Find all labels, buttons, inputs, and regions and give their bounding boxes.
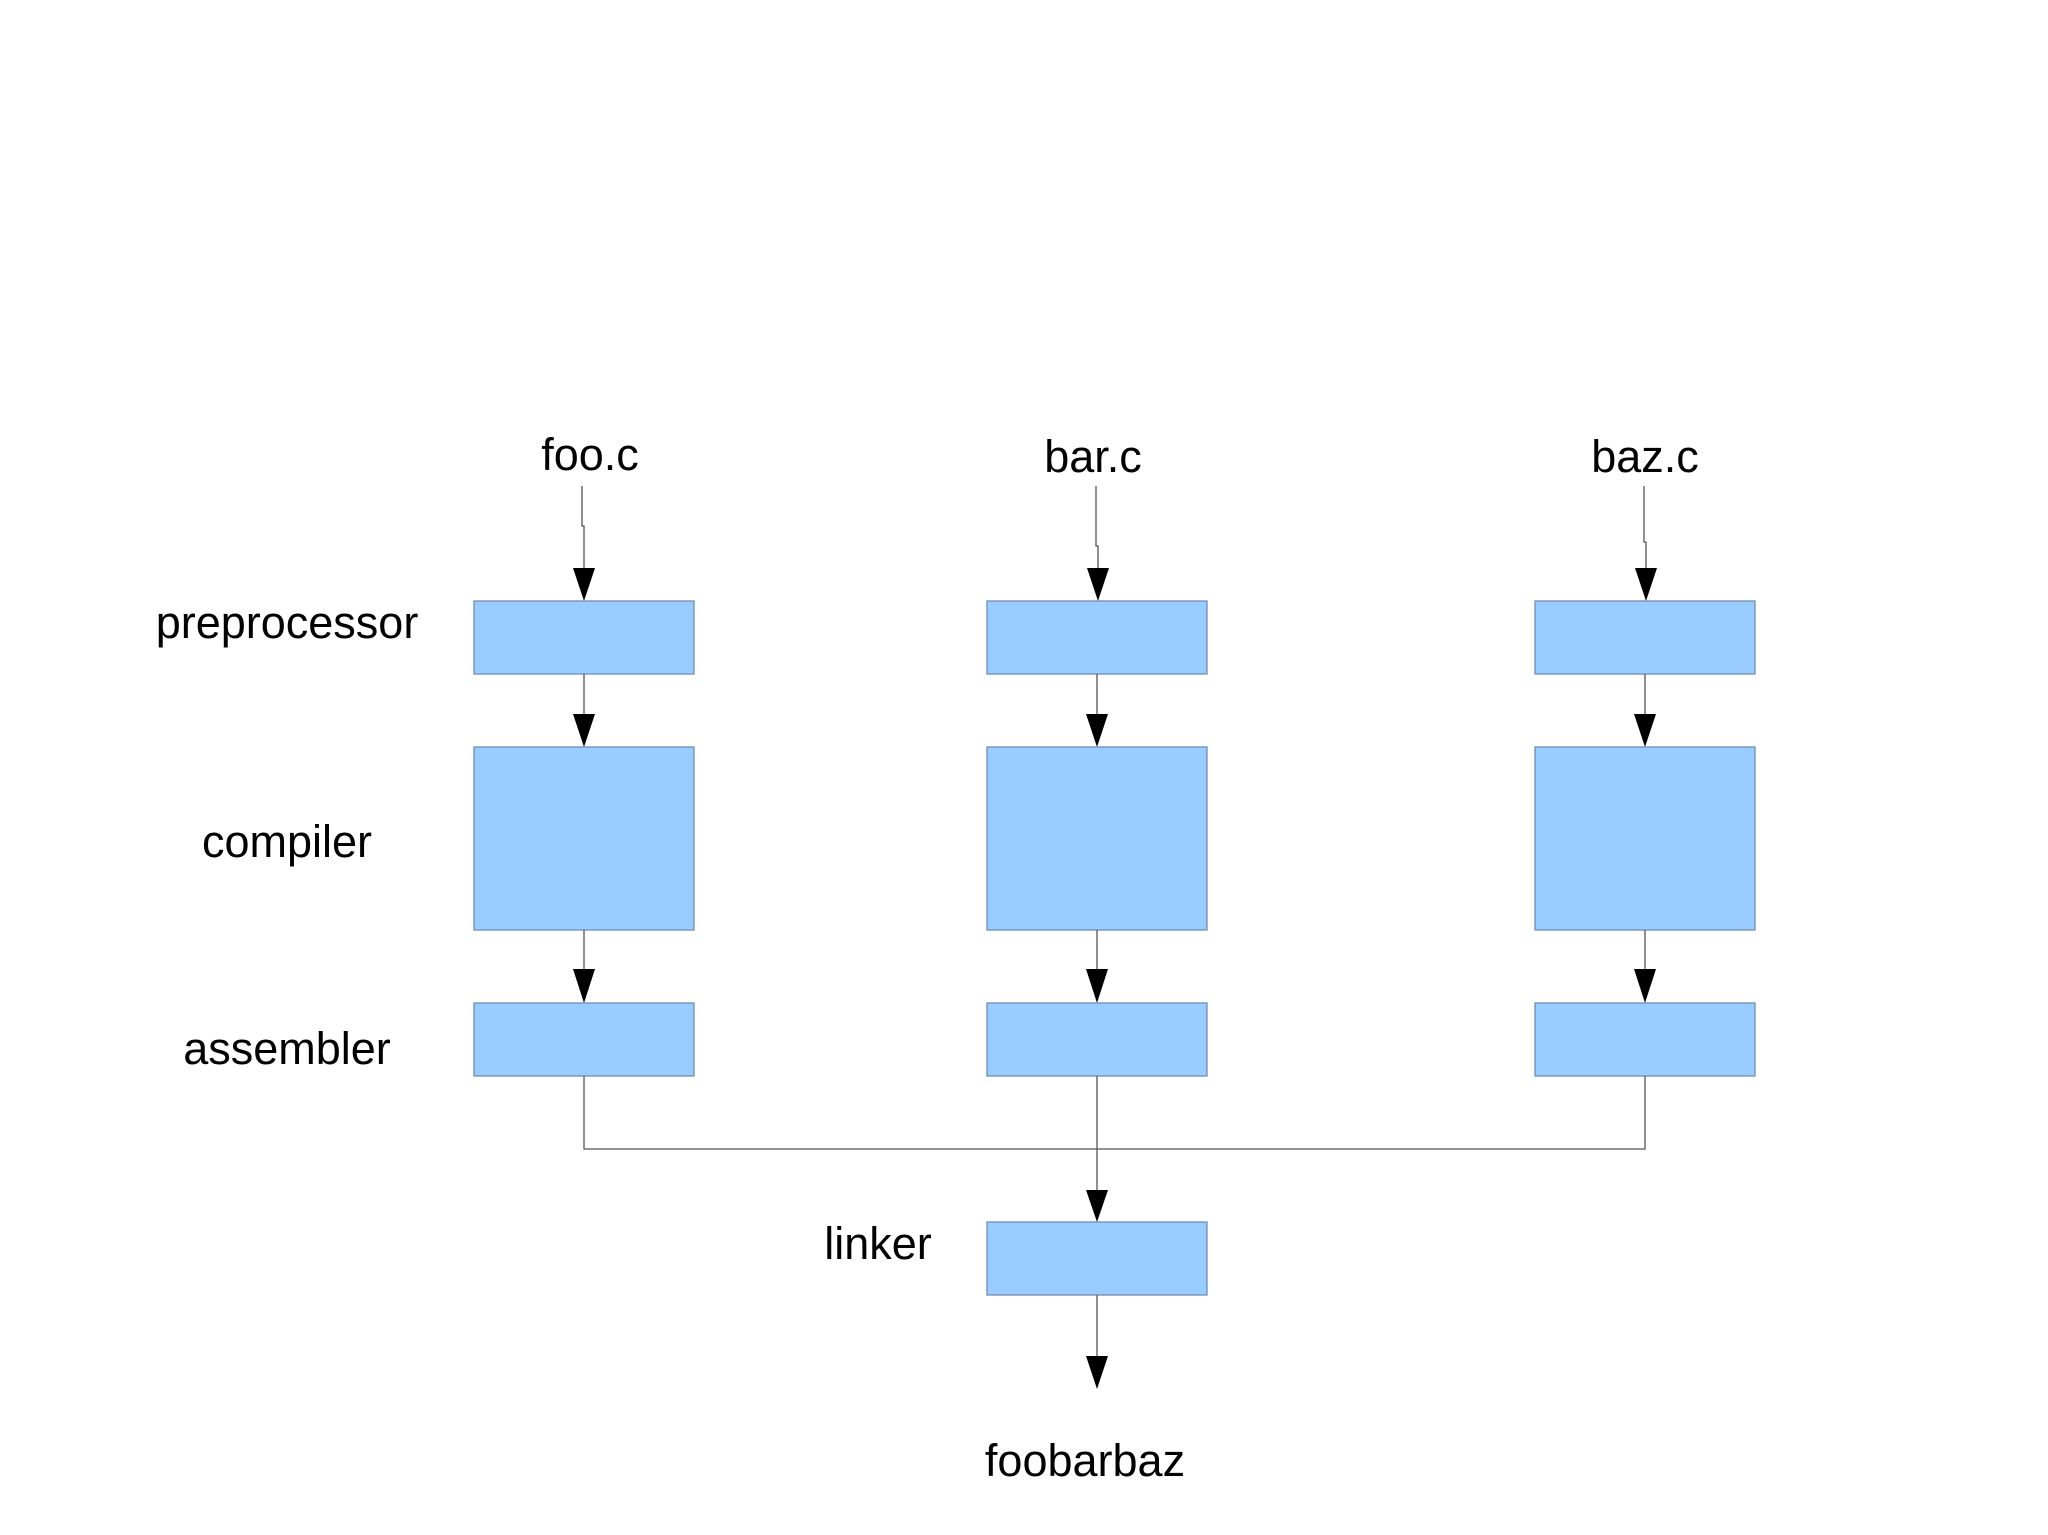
- box-compiler-bar: [986, 746, 1208, 931]
- box-compiler-baz: [1534, 746, 1756, 931]
- source-label-baz: baz.c: [1591, 431, 1699, 482]
- arrowhead-output: [1086, 1356, 1108, 1389]
- connector-foo-source: [581, 486, 585, 570]
- source-label-foo: foo.c: [541, 429, 639, 480]
- arrowhead-bar-assembler: [1086, 969, 1108, 1003]
- box-linker: [986, 1221, 1208, 1296]
- stage-label-assembler: assembler: [183, 1023, 391, 1074]
- arrowhead-linker: [1086, 1190, 1108, 1222]
- box-preprocessor-baz: [1534, 600, 1756, 675]
- output-label: foobarbaz: [985, 1435, 1185, 1486]
- connector-bar-source: [1095, 486, 1099, 570]
- arrowhead-foo-compiler: [573, 714, 595, 747]
- box-assembler-foo: [473, 1002, 695, 1077]
- connector-baz-source: [1643, 486, 1647, 570]
- box-assembler-baz: [1534, 1002, 1756, 1077]
- box-preprocessor-bar: [986, 600, 1208, 675]
- stage-label-preprocessor: preprocessor: [156, 597, 419, 648]
- connector-foo-to-bus: [583, 1076, 1646, 1150]
- arrowhead-baz-compiler: [1634, 714, 1656, 747]
- box-assembler-bar: [986, 1002, 1208, 1077]
- arrowhead-foo-source: [573, 568, 595, 601]
- arrowhead-foo-assembler: [573, 969, 595, 1003]
- box-compiler-foo: [473, 746, 695, 931]
- stage-label-linker: linker: [824, 1218, 932, 1269]
- box-preprocessor-foo: [473, 600, 695, 675]
- arrowhead-baz-assembler: [1634, 969, 1656, 1003]
- arrowhead-bar-source: [1087, 568, 1109, 601]
- arrowhead-bar-compiler: [1086, 714, 1108, 747]
- source-label-bar: bar.c: [1044, 431, 1142, 482]
- arrowhead-baz-source: [1635, 568, 1657, 601]
- stage-label-compiler: compiler: [202, 816, 372, 867]
